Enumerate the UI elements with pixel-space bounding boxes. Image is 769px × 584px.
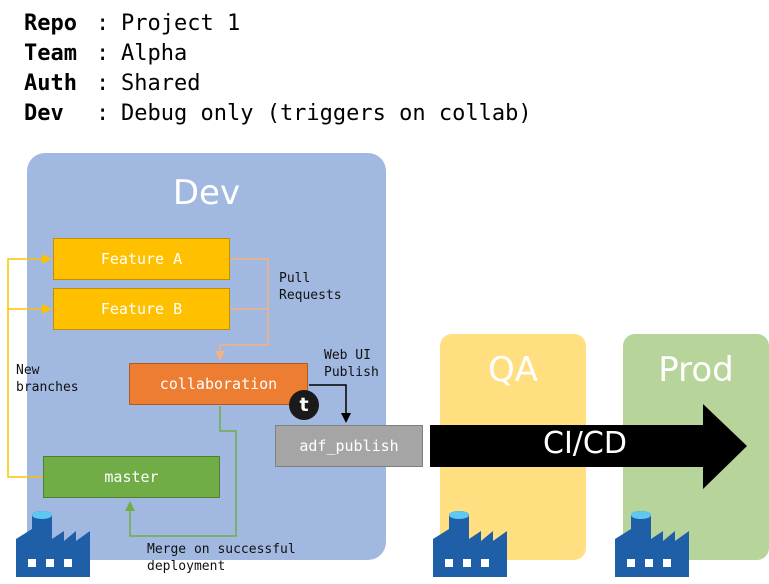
data-factory-icon — [433, 511, 507, 577]
feature-b-branch: Feature B — [53, 288, 230, 330]
repo-info: Repo: Project 1 Team: Alpha Auth: Shared De… — [24, 9, 532, 129]
info-separator: : — [96, 71, 110, 96]
info-row-team: Team: Alpha — [24, 39, 532, 69]
info-key: Dev — [24, 101, 64, 126]
info-row-repo: Repo: Project 1 — [24, 9, 532, 39]
info-value: Alpha — [121, 41, 188, 66]
info-key: Team — [24, 41, 77, 66]
trigger-badge: t — [289, 390, 319, 420]
info-key: Auth — [24, 71, 77, 96]
cicd-label: CI/CD — [543, 426, 627, 461]
cicd-arrow — [430, 404, 747, 489]
info-value: Project 1 — [121, 11, 241, 36]
dev-title: Dev — [172, 173, 241, 213]
web-ui-publish-label: Web UI Publish — [324, 348, 379, 380]
info-row-auth: Auth: Shared — [24, 69, 532, 99]
info-row-dev: Dev: Debug only (triggers on collab) — [24, 99, 532, 129]
info-value: Debug only (triggers on collab) — [121, 101, 532, 126]
data-factory-icon — [615, 511, 689, 577]
pull-requests-label: Pull Requests — [279, 271, 342, 303]
prod-title: Prod — [658, 350, 734, 390]
new-branches-label: New branches — [16, 363, 79, 395]
data-factory-icon — [16, 511, 90, 577]
info-separator: : — [96, 101, 110, 126]
new-branches-line — [7, 254, 52, 478]
merge-label: Merge on successful deployment — [147, 542, 296, 574]
merge-line — [125, 406, 237, 537]
publish-line — [309, 384, 351, 423]
info-key: Repo — [24, 11, 77, 36]
info-separator: : — [96, 11, 110, 36]
qa-title: QA — [487, 350, 539, 390]
info-separator: : — [96, 41, 110, 66]
master-branch: master — [43, 456, 220, 498]
feature-a-branch: Feature A — [53, 238, 230, 280]
adf-publish-branch: adf_publish — [275, 425, 423, 467]
collaboration-branch: collaboration — [129, 363, 308, 405]
info-value: Shared — [121, 71, 201, 96]
pull-request-line-a — [215, 258, 269, 361]
